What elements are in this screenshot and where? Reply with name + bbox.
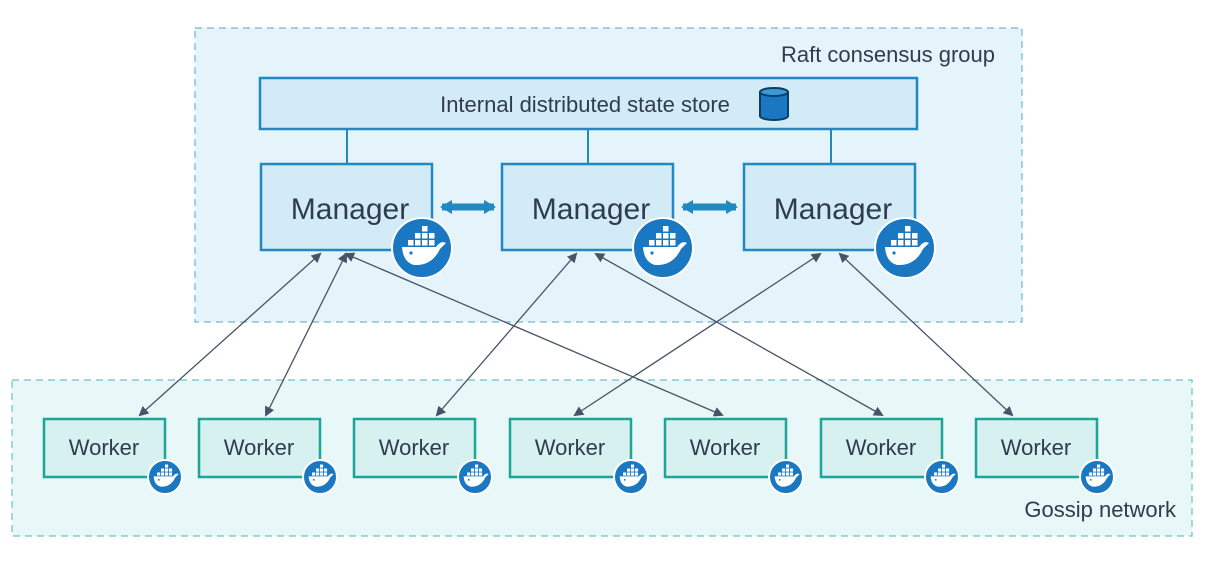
worker-label: Worker: [846, 435, 917, 460]
docker-whale-icon: [632, 217, 694, 279]
manager-worker-link: [573, 252, 822, 417]
worker-box: [819, 417, 944, 479]
manager-label: Manager: [291, 193, 409, 226]
worker-label: Worker: [535, 435, 606, 460]
raft-group-label: Raft consensus group: [781, 42, 995, 67]
docker-whale-icon: [924, 459, 960, 495]
manager-node: Manager: [742, 162, 936, 279]
worker-label: Worker: [224, 435, 295, 460]
worker-node: Worker: [819, 417, 960, 495]
docker-whale-icon: [302, 459, 338, 495]
worker-node: Worker: [974, 417, 1115, 495]
worker-node: Worker: [508, 417, 649, 495]
worker-node: Worker: [42, 417, 183, 495]
worker-label: Worker: [379, 435, 450, 460]
workers-layer: Worker Worker Worker Worker Worker Worker Work…: [42, 417, 1115, 495]
docker-whale-icon: [391, 217, 453, 279]
worker-box: [42, 417, 167, 479]
worker-node: Worker: [352, 417, 493, 495]
manager-node: Manager: [259, 162, 453, 279]
worker-box: [663, 417, 788, 479]
worker-box: [974, 417, 1099, 479]
docker-whale-icon: [874, 217, 936, 279]
worker-box: [508, 417, 633, 479]
worker-box: [197, 417, 322, 479]
docker-whale-icon: [1079, 459, 1115, 495]
worker-node: Worker: [197, 417, 338, 495]
docker-whale-icon: [457, 459, 493, 495]
worker-label: Worker: [1001, 435, 1072, 460]
worker-label: Worker: [690, 435, 761, 460]
docker-whale-icon: [613, 459, 649, 495]
manager-worker-link: [838, 252, 1014, 417]
gossip-network-label: Gossip network: [1024, 497, 1177, 522]
worker-label: Worker: [69, 435, 140, 460]
state-store: [258, 76, 919, 131]
worker-node: Worker: [663, 417, 804, 495]
manager-worker-link: [265, 252, 347, 417]
manager-label: Manager: [532, 193, 650, 226]
manager-worker-link: [435, 252, 578, 417]
store-connectors: [346, 129, 832, 164]
database-icon: [759, 87, 789, 121]
manager-node: Manager: [500, 162, 694, 279]
manager-label: Manager: [774, 193, 892, 226]
connections-layer: [138, 252, 1014, 417]
managers-layer: Manager Manager Manager: [259, 162, 936, 279]
docker-whale-icon: [147, 459, 183, 495]
worker-box: [352, 417, 477, 479]
state-store-label: Internal distributed state store: [440, 92, 730, 117]
docker-whale-icon: [768, 459, 804, 495]
